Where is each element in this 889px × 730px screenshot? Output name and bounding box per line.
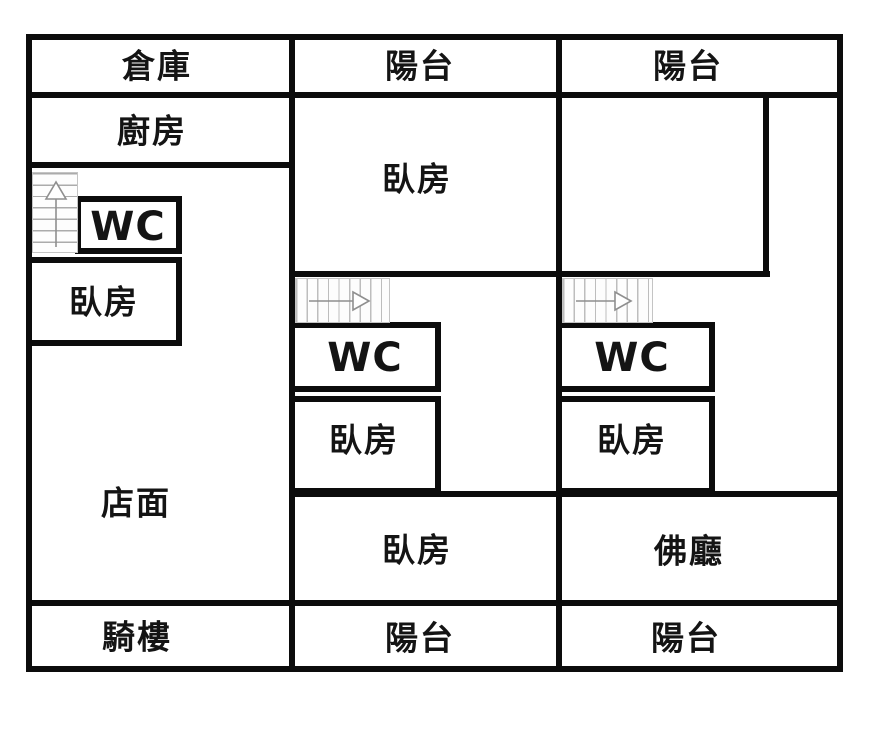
room-label-wc-left: WC [90, 204, 166, 250]
wall-outer-right [837, 34, 843, 672]
room-label-bedroom-mid-small: 臥房 [329, 420, 399, 460]
room-bedroom-right-small [556, 396, 715, 494]
room-wc-right [556, 322, 715, 392]
wall-kitchen-bottom [26, 162, 295, 168]
room-label-wc-right: WC [594, 335, 670, 381]
right-arrow-icon [309, 290, 371, 312]
room-label-wc-mid: WC [327, 335, 403, 381]
up-arrow-icon [44, 180, 68, 247]
room-label-bedroom-mid-top: 臥房 [382, 159, 452, 199]
wall-outer-bottom [26, 666, 843, 672]
room-label-bedroom-mid-large: 臥房 [382, 530, 452, 570]
room-label-bedroom-left: 臥房 [69, 282, 139, 322]
room-label-storefront: 店面 [101, 483, 171, 523]
staircase-mid [295, 278, 390, 323]
staircase-right [562, 278, 653, 323]
staircase-left [32, 172, 78, 253]
wall-lower-band [289, 491, 843, 497]
room-label-buddha-hall: 佛廳 [654, 531, 724, 571]
right-arrow-icon [576, 290, 633, 312]
room-label-balcony-bottom-mid: 陽台 [385, 618, 455, 658]
wall-top-band [26, 92, 843, 98]
wall-right-room-side [763, 96, 769, 277]
wall-bottom-band [26, 600, 843, 606]
room-label-arcade: 騎樓 [102, 617, 172, 657]
wall-outer-left [26, 34, 32, 672]
room-label-bedroom-right-small: 臥房 [597, 420, 667, 460]
wall-mid-band [289, 271, 770, 277]
wall-outer-top [26, 34, 843, 40]
room-label-kitchen: 廚房 [117, 111, 187, 151]
room-bedroom-mid-small [289, 396, 441, 494]
room-label-balcony-bottom-right: 陽台 [651, 618, 721, 658]
room-label-balcony-top-mid: 陽台 [385, 46, 455, 86]
room-label-storage: 倉庫 [122, 46, 192, 86]
room-bedroom-left [26, 257, 182, 346]
room-label-balcony-top-right: 陽台 [653, 46, 723, 86]
room-wc-left [75, 196, 182, 254]
room-wc-mid [289, 322, 441, 392]
